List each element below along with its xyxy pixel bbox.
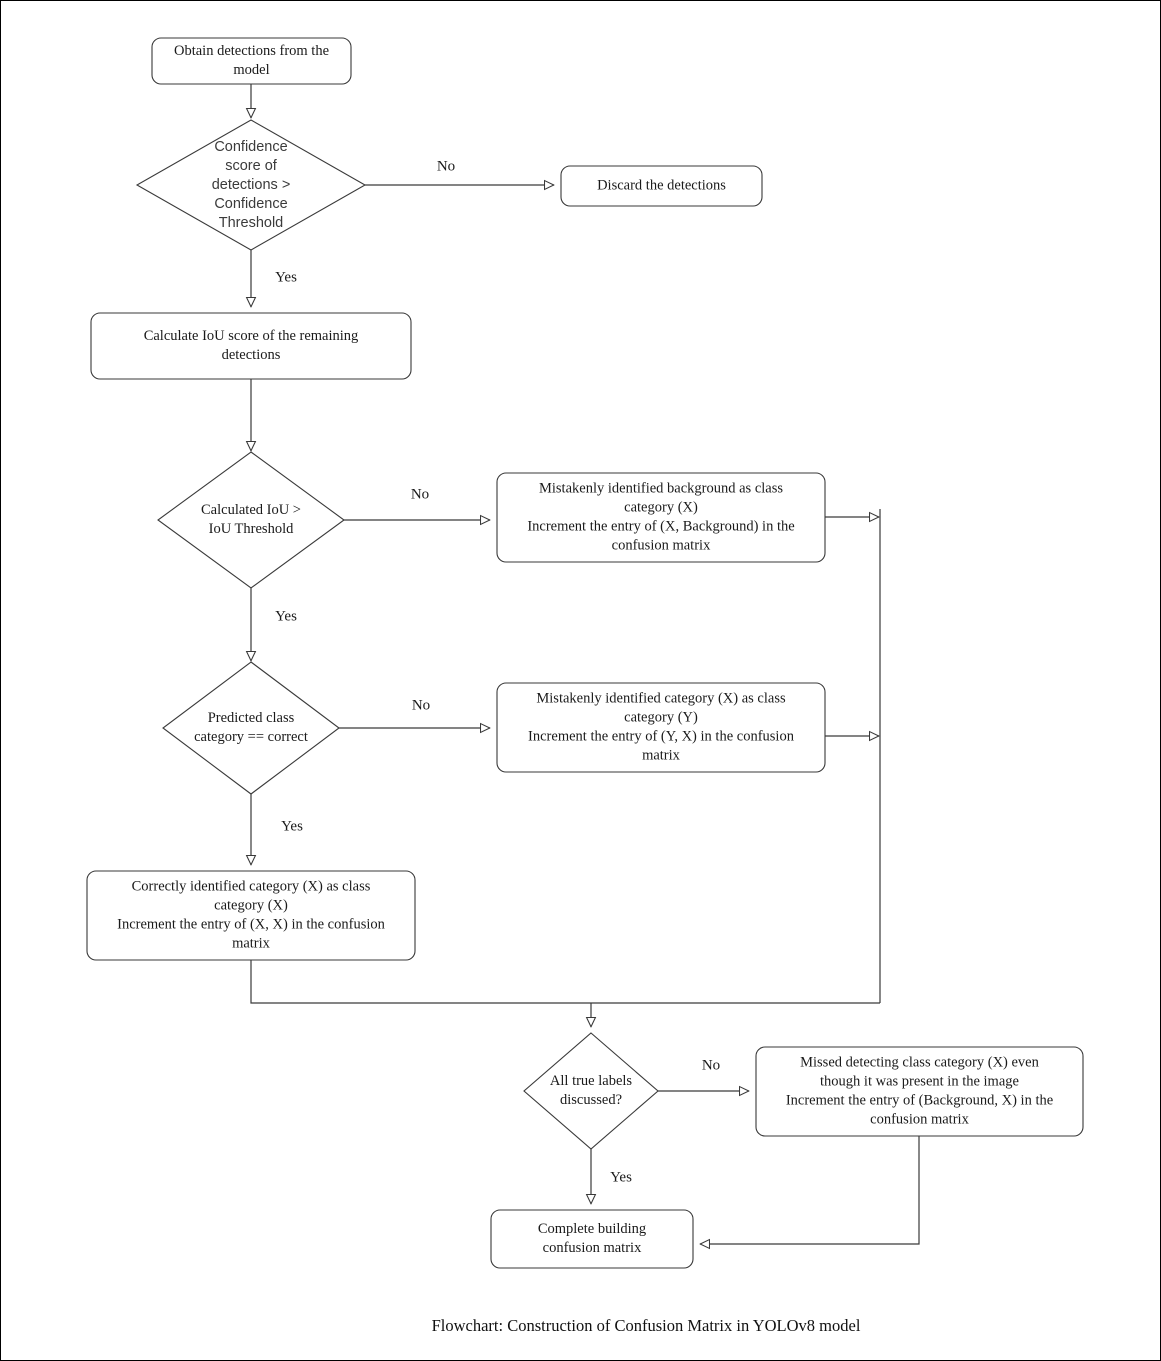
decision-diamond[interactable] (523, 1032, 659, 1150)
node-text-line: category (X) (624, 499, 698, 515)
edge-all-labels-no-to-missed: No (658, 1057, 749, 1091)
node-text-line: Increment the entry of (Y, X) in the con… (528, 728, 795, 744)
node-text-line: Confidence (214, 196, 287, 212)
edge-label: No (437, 158, 455, 174)
node-iou-threshold-check[interactable]: Calculated IoU > IoU Threshold (157, 451, 345, 589)
node-text-line: confusion matrix (870, 1111, 969, 1127)
node-correct-identification[interactable]: Correctly identified category (X) as cla… (86, 870, 416, 961)
node-text-line: model (233, 62, 269, 78)
process-box[interactable] (560, 165, 763, 207)
node-text-line: category (Y) (624, 709, 698, 725)
node-text-line: Missed detecting class category (X) even (800, 1054, 1040, 1070)
node-text-line: Calculate IoU score of the remaining (144, 328, 359, 344)
node-text-line: Correctly identified category (X) as cla… (132, 878, 371, 894)
node-text-line: Increment the entry of (X, Background) i… (527, 518, 794, 534)
node-text-line: Complete building (538, 1221, 646, 1237)
edge-all-labels-yes-to-complete: Yes (591, 1149, 632, 1204)
edge-label: Yes (275, 269, 297, 285)
node-category-x-as-y[interactable]: Mistakenly identified category (X) as cl… (496, 682, 826, 773)
node-text-line: All true labels (550, 1073, 633, 1089)
node-text-line: discussed? (560, 1092, 622, 1108)
node-text-line: Confidence (214, 139, 287, 155)
node-text-line: confusion matrix (543, 1240, 642, 1256)
node-text-line: category (X) (214, 897, 288, 913)
node-text-line: Increment the entry of (X, X) in the con… (117, 916, 386, 932)
edge-label: Yes (610, 1169, 632, 1185)
node-obtain-detections[interactable]: Obtain detections from the model (151, 37, 352, 85)
node-text-line: though it was present in the image (820, 1073, 1019, 1089)
process-box[interactable] (86, 870, 416, 961)
figure-caption: Flowchart: Construction of Confusion Mat… (432, 1316, 861, 1335)
edge-predicted-no-to-category: No (339, 697, 490, 728)
node-text-line: Mistakenly identified category (X) as cl… (536, 690, 786, 706)
process-box[interactable] (490, 1209, 694, 1269)
edge-path (700, 1136, 920, 1244)
edge-label: No (702, 1057, 720, 1073)
node-text-line: detections > (212, 177, 291, 193)
node-text-line: confusion matrix (612, 537, 711, 553)
node-text-line: Discard the detections (597, 177, 726, 193)
decision-diamond[interactable] (157, 451, 345, 589)
node-text-line: Obtain detections from the (174, 43, 329, 59)
decision-diamond[interactable] (162, 661, 340, 795)
node-complete-matrix[interactable]: Complete building confusion matrix (490, 1209, 694, 1269)
decision-diamond[interactable] (135, 119, 367, 251)
edge-label: No (411, 486, 429, 502)
edge-path (250, 960, 880, 1004)
node-text-line: Mistakenly identified background as clas… (539, 480, 783, 496)
node-missed-detection[interactable]: Missed detecting class category (X) even… (755, 1046, 1084, 1137)
node-text-line: matrix (642, 747, 681, 763)
node-calculate-iou[interactable]: Calculate IoU score of the remaining dete… (90, 312, 412, 380)
edge-iou-yes-to-predicted: Yes (251, 588, 297, 661)
edge-correct-to-merge (250, 960, 880, 1004)
process-box[interactable] (496, 682, 826, 773)
node-discard-detections[interactable]: Discard the detections (560, 165, 763, 207)
process-box[interactable] (755, 1046, 1084, 1137)
node-text-line: Increment the entry of (Background, X) i… (786, 1092, 1053, 1108)
edge-predicted-yes-to-correct: Yes (251, 794, 303, 865)
edge-label: No (412, 697, 430, 713)
nodes-layer: Obtain detections from the modelConfidenc… (86, 37, 1084, 1269)
node-all-labels-check[interactable]: All true labels discussed? (523, 1032, 659, 1150)
node-text-line: Threshold (219, 215, 283, 231)
process-box[interactable] (151, 37, 352, 85)
edge-label: Yes (281, 818, 303, 834)
edge-missed-back-to-complete (700, 1136, 920, 1244)
node-text-line: Calculated IoU > (201, 502, 301, 518)
edge-confidence-yes-to-iou: Yes (251, 250, 297, 307)
process-box[interactable] (90, 312, 412, 380)
edge-confidence-no-to-discard: No (365, 158, 554, 185)
node-predicted-class-check[interactable]: Predicted class category == correct (162, 661, 340, 795)
node-text-line: detections (222, 347, 281, 363)
node-text-line: Predicted class (208, 710, 295, 726)
node-text-line: score of (225, 158, 278, 174)
node-text-line: matrix (232, 935, 271, 951)
node-confidence-check[interactable]: Confidence score of detections > Confidence… (135, 119, 367, 251)
node-text-line: category == correct (194, 729, 308, 745)
process-box[interactable] (496, 472, 826, 563)
edge-iou-no-to-background: No (344, 486, 490, 520)
edge-label: Yes (275, 608, 297, 624)
node-background-as-class[interactable]: Mistakenly identified background as clas… (496, 472, 826, 563)
node-text-line: IoU Threshold (209, 521, 294, 537)
